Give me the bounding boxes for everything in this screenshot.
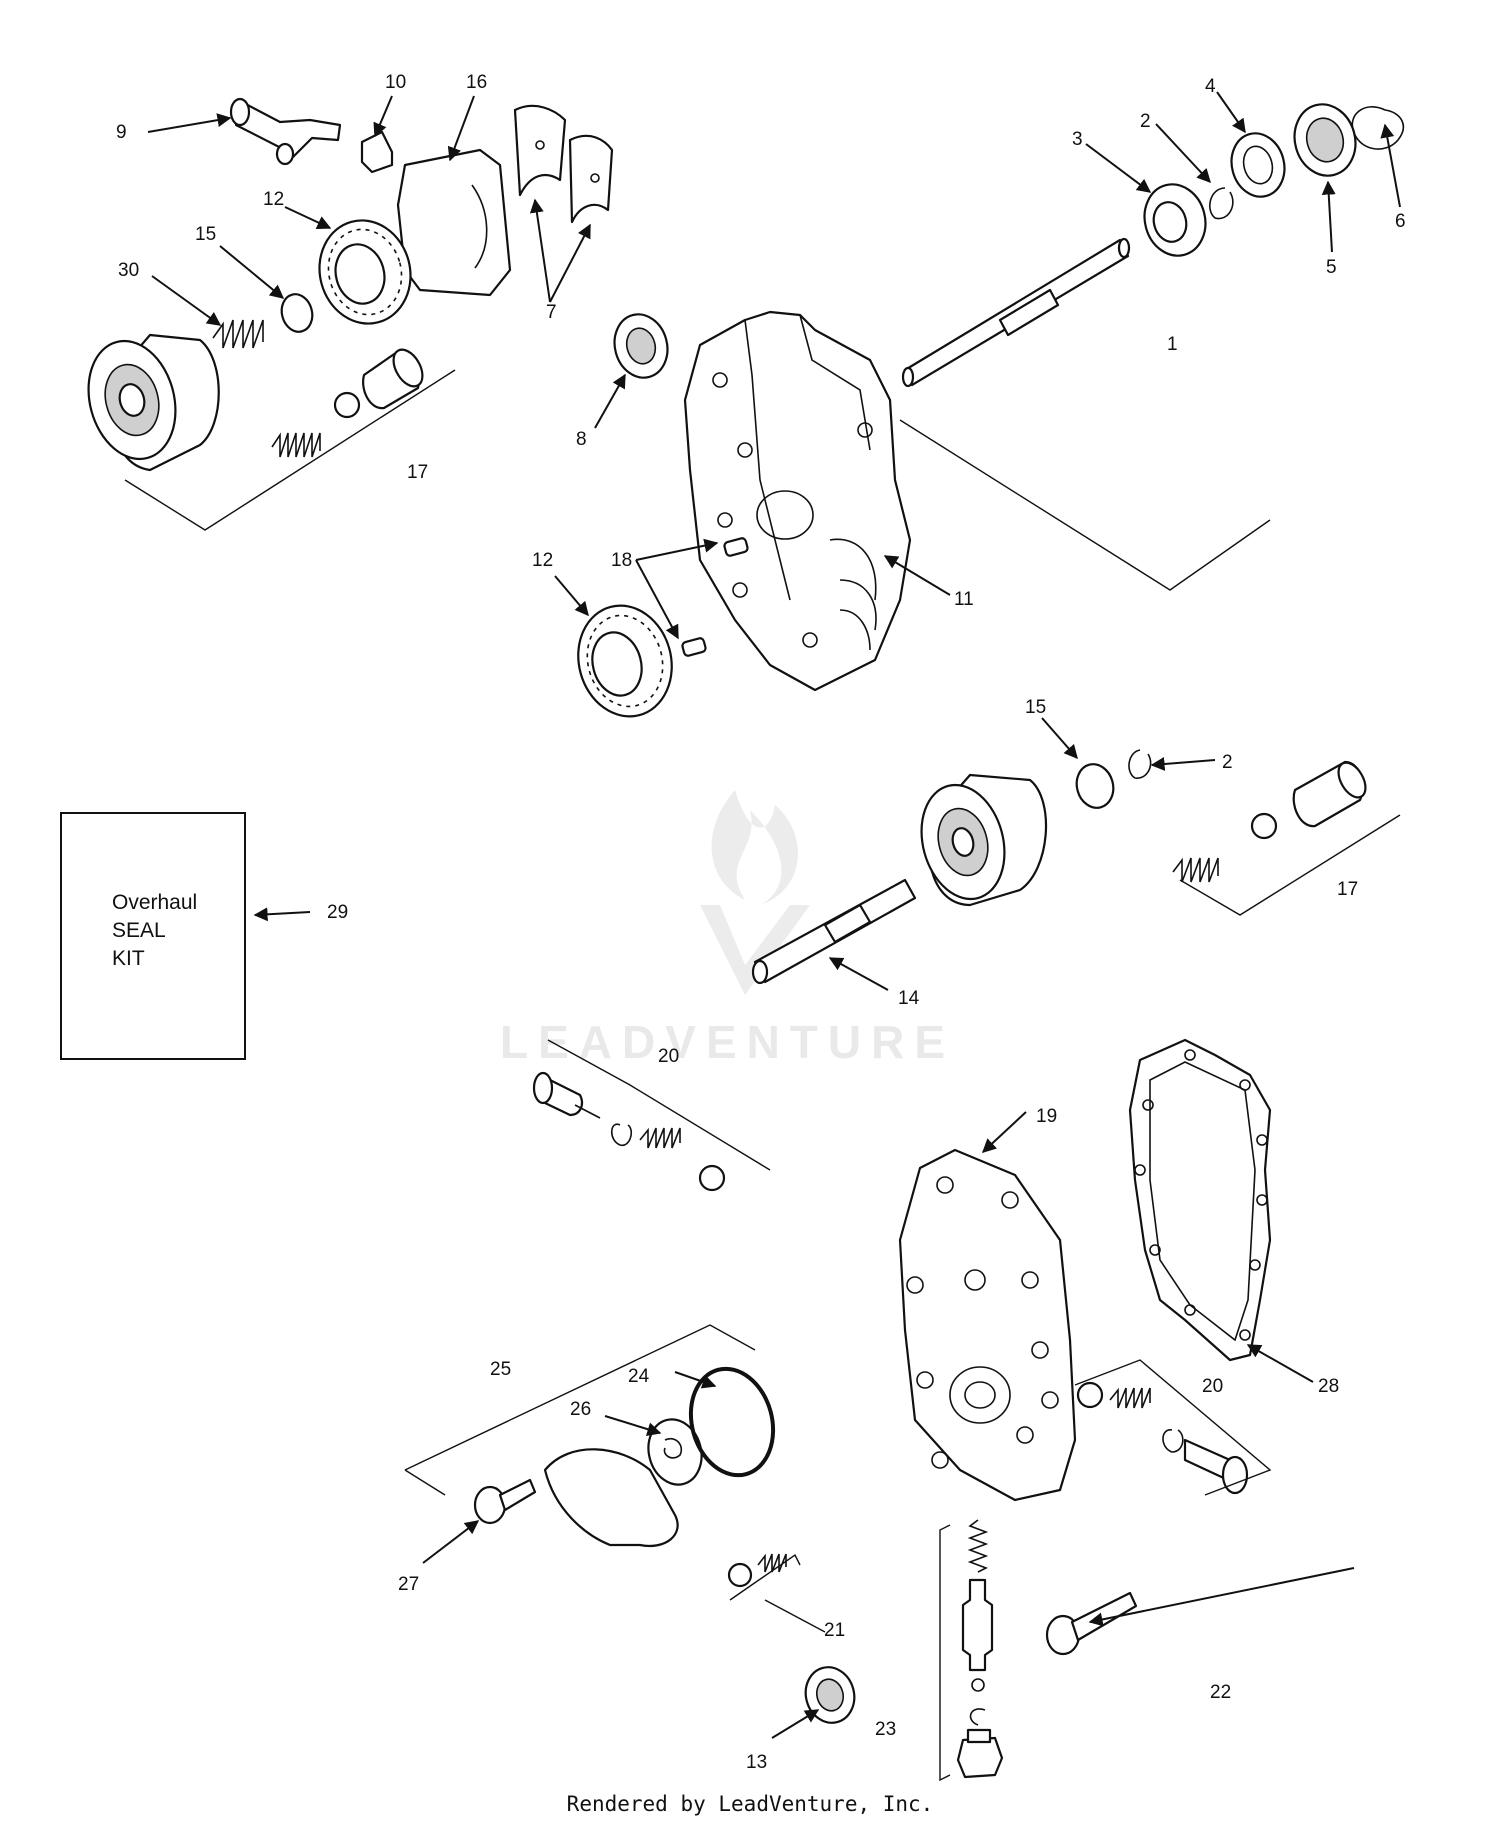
callout-29: 29 bbox=[327, 902, 348, 923]
part-2-snap-ring-top bbox=[1209, 187, 1234, 220]
callout-23: 23 bbox=[875, 1719, 896, 1740]
part-7-thrust-plate-a bbox=[513, 104, 567, 197]
part-22-cap-screw bbox=[1045, 1591, 1138, 1656]
watermark: LEADVENTURE bbox=[500, 790, 955, 1068]
callout-6: 6 bbox=[1395, 211, 1406, 232]
part-1-input-shaft bbox=[901, 237, 1131, 388]
callout-15: 15 bbox=[1025, 697, 1046, 718]
part-28-gasket bbox=[1128, 1038, 1272, 1362]
callout-15: 15 bbox=[195, 224, 216, 245]
callout-17: 17 bbox=[407, 462, 428, 483]
callout-1: 1 bbox=[1167, 334, 1178, 355]
callout-8: 8 bbox=[576, 429, 587, 450]
part-23-valve-assembly bbox=[956, 1519, 1004, 1779]
callout-4: 4 bbox=[1205, 76, 1216, 97]
leader-lines bbox=[147, 91, 1401, 1739]
callout-9: 9 bbox=[116, 122, 127, 143]
callout-26: 26 bbox=[570, 1399, 591, 1420]
callout-numbers: 9 10 16 12 15 30 7 8 17 3 2 4 5 6 1 18 1… bbox=[116, 72, 1406, 1773]
part-24-o-ring bbox=[688, 1366, 776, 1478]
part-30-spring bbox=[212, 319, 264, 349]
callout-16: 16 bbox=[466, 72, 487, 93]
part-20-relief-valve-left bbox=[532, 1071, 726, 1192]
cylinder-block-left bbox=[87, 333, 220, 472]
callout-18: 18 bbox=[611, 550, 632, 571]
callout-25: 25 bbox=[490, 1359, 511, 1380]
callout-12: 12 bbox=[263, 189, 284, 210]
callout-19: 19 bbox=[1036, 1106, 1057, 1127]
callout-17: 17 bbox=[1337, 879, 1358, 900]
part-5-oil-seal bbox=[1293, 103, 1357, 177]
render-credit: Rendered by LeadVenture, Inc. bbox=[566, 1792, 934, 1816]
seal-kit-line-3: KIT bbox=[112, 947, 145, 970]
part-13-oil-seal-lower bbox=[804, 1666, 856, 1724]
callout-27: 27 bbox=[398, 1574, 419, 1595]
callout-14: 14 bbox=[898, 988, 920, 1009]
part-25-cover-assembly bbox=[543, 1448, 679, 1548]
part-11-center-housing bbox=[683, 310, 912, 692]
watermark-text: LEADVENTURE bbox=[500, 1016, 955, 1068]
part-12-thrust-bearing-top bbox=[318, 219, 412, 325]
seal-kit-label: Overhaul SEAL KIT bbox=[112, 889, 197, 973]
part-9-shift-lever bbox=[229, 97, 342, 166]
callout-10: 10 bbox=[385, 72, 406, 93]
seal-kit-line-2: SEAL bbox=[112, 919, 166, 942]
callout-28: 28 bbox=[1318, 1376, 1339, 1397]
part-15-washer-top bbox=[280, 293, 314, 333]
callout-20: 20 bbox=[658, 1046, 679, 1067]
callout-30: 30 bbox=[118, 260, 139, 281]
callout-2: 2 bbox=[1222, 752, 1233, 773]
part-10-key bbox=[360, 130, 394, 174]
part-14-pump-shaft bbox=[751, 878, 917, 985]
callout-24: 24 bbox=[628, 1366, 650, 1387]
part-20-relief-valve-right bbox=[1076, 1381, 1249, 1495]
part-6-retaining-ring bbox=[1351, 106, 1404, 150]
callout-13: 13 bbox=[746, 1752, 767, 1773]
part-18-pin-lower bbox=[681, 637, 707, 657]
part-4-washer bbox=[1230, 132, 1286, 198]
callout-7: 7 bbox=[546, 302, 557, 323]
seal-kit-line-1: Overhaul bbox=[112, 891, 198, 914]
callout-2: 2 bbox=[1140, 111, 1151, 132]
part-8-oil-seal-top bbox=[613, 313, 669, 379]
part-19-end-cap bbox=[898, 1148, 1077, 1502]
part-3-ball-bearing bbox=[1143, 183, 1207, 257]
part-18-pin-upper bbox=[723, 537, 749, 557]
part-2-snap-ring-right bbox=[1128, 749, 1152, 779]
part-12-thrust-bearing-lower bbox=[577, 604, 673, 718]
part-21-check-valve bbox=[727, 1553, 787, 1588]
part-16-swash-plate bbox=[396, 148, 512, 297]
callout-22: 22 bbox=[1210, 1682, 1231, 1703]
callout-21: 21 bbox=[824, 1620, 845, 1641]
seal-kit-box: Overhaul SEAL KIT bbox=[60, 812, 246, 1060]
part-15-washer-right bbox=[1075, 763, 1115, 809]
callout-5: 5 bbox=[1326, 257, 1337, 278]
callout-3: 3 bbox=[1072, 129, 1083, 150]
callout-20: 20 bbox=[1202, 1376, 1223, 1397]
callout-11: 11 bbox=[954, 589, 974, 610]
part-27-cap-screw bbox=[473, 1478, 537, 1525]
cylinder-block-right bbox=[920, 773, 1048, 907]
callout-12: 12 bbox=[532, 550, 553, 571]
